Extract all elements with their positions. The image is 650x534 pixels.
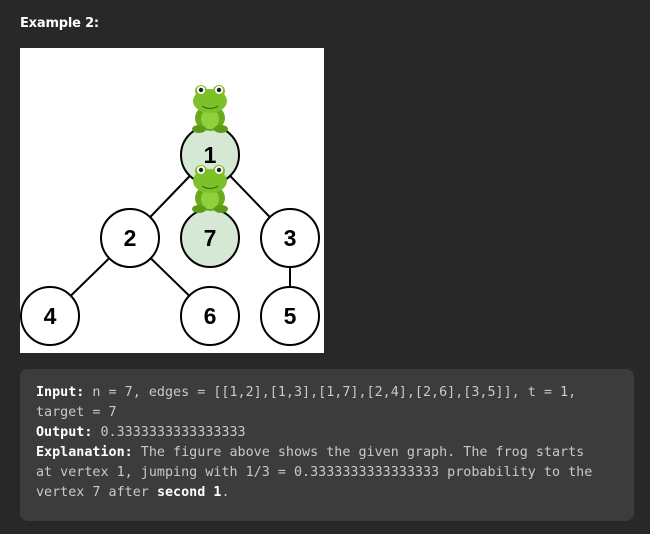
graph-edges (49, 154, 291, 317)
graph-figure: 1 2 7 3 4 6 5 (20, 48, 324, 353)
explanation-text: The figure above shows the given graph. … (132, 445, 585, 460)
input-label: Input: (36, 385, 85, 400)
output-label: Output: (36, 425, 93, 440)
node-label: 1 (204, 142, 217, 168)
input-line: Input: n = 7, edges = [[1,2],[1,3],[1,7]… (36, 383, 618, 403)
node-label: 5 (284, 303, 297, 329)
example-box: Input: n = 7, edges = [[1,2],[1,3],[1,7]… (20, 369, 634, 521)
explanation-line: Explanation: The figure above shows the … (36, 443, 618, 463)
output-value: 0.3333333333333333 (92, 425, 246, 440)
graph-svg: 1 2 7 3 4 6 5 (20, 84, 320, 346)
frog-icon (191, 84, 229, 134)
graph-node-3: 3 (260, 208, 320, 268)
example-heading: Example 2: (20, 16, 99, 31)
explanation-text-3: vertex 7 after (36, 485, 157, 500)
output-line: Output: 0.3333333333333333 (36, 423, 618, 443)
explanation-label: Explanation: (36, 445, 133, 460)
input-line-2: target = 7 (36, 405, 117, 420)
explanation-line-2: at vertex 1, jumping with 1/3 = 0.333333… (36, 465, 593, 480)
graph-node-7: 7 (180, 208, 240, 268)
explanation-line-3: vertex 7 after second 1. (36, 483, 618, 503)
graph-node-2: 2 (100, 208, 160, 268)
explanation-bold: second 1 (156, 485, 222, 500)
graph-node-5: 5 (260, 286, 320, 346)
node-label: 4 (44, 303, 57, 329)
node-label: 2 (124, 225, 137, 251)
node-label: 7 (204, 225, 217, 251)
graph-node-4: 4 (20, 286, 80, 346)
input-text: n = 7, edges = [[1,2],[1,3],[1,7],[2,4],… (84, 385, 577, 400)
frog-icon (191, 164, 229, 214)
graph-node-6: 6 (180, 286, 240, 346)
node-label: 3 (284, 225, 297, 251)
explanation-end: . (221, 485, 230, 500)
node-label: 6 (204, 303, 217, 329)
